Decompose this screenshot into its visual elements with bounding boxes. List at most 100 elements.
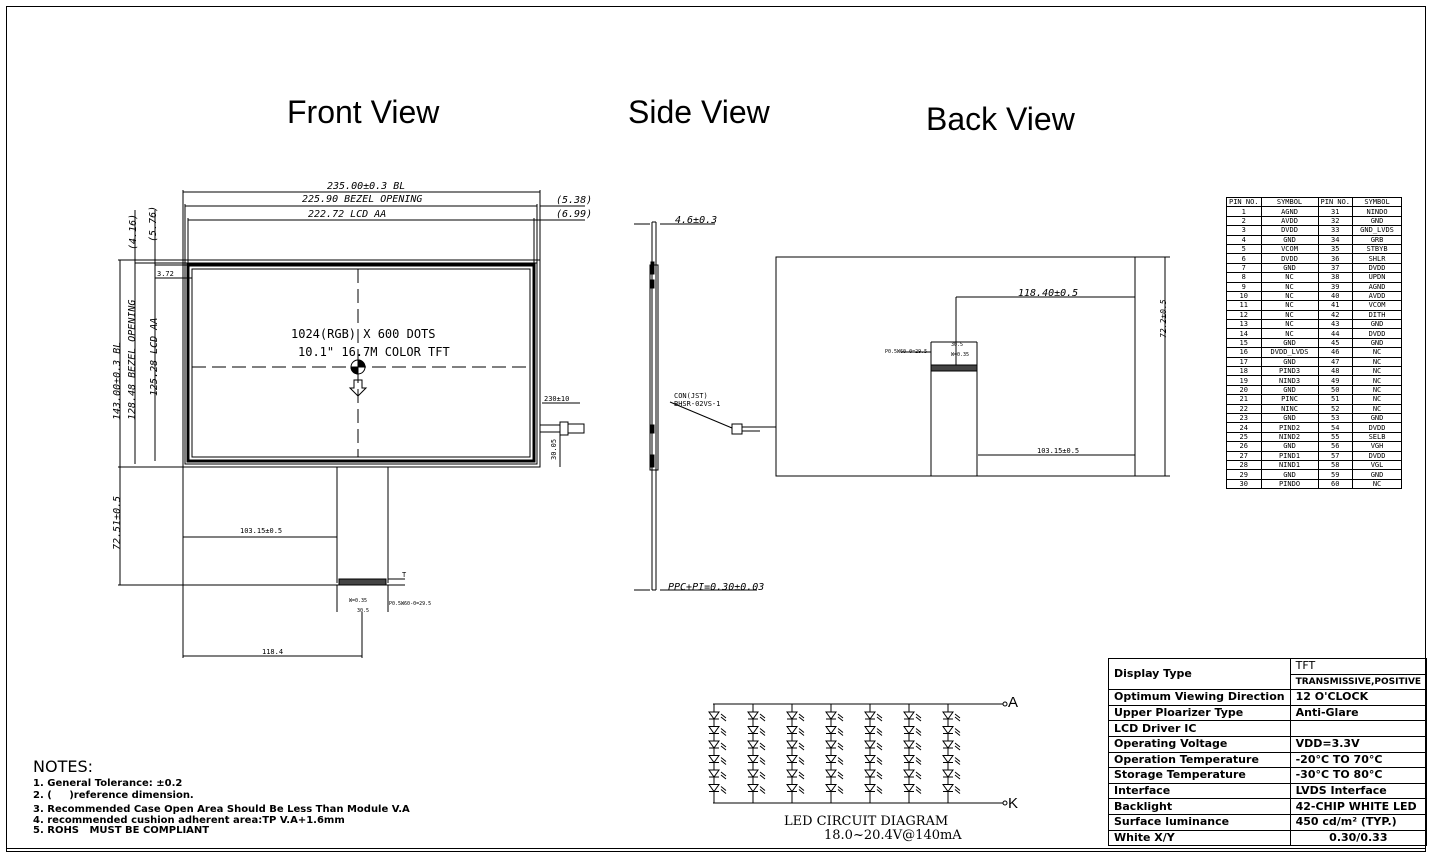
led-diode-icon bbox=[825, 711, 844, 722]
notes: NOTES: 1. General Tolerance: ±0.2 2. ( )… bbox=[33, 757, 410, 837]
pin-cell: 56 bbox=[1317, 441, 1354, 452]
back-outline bbox=[775, 256, 1136, 477]
pin-table-header: PIN NO. SYMBOL PIN NO. SYMBOL bbox=[1226, 196, 1403, 208]
pin-cell: GND bbox=[1260, 356, 1319, 368]
spec-label: Operation Temperature bbox=[1108, 751, 1291, 769]
pin-cell: STBYB bbox=[1352, 243, 1403, 255]
led-diode-icon bbox=[942, 755, 961, 765]
pin-cell: GND bbox=[1352, 337, 1403, 349]
led-diode-icon bbox=[903, 726, 922, 736]
pin-cell: NINC bbox=[1260, 403, 1319, 415]
led-anode-label: A bbox=[1008, 694, 1018, 711]
led-diode-icon bbox=[825, 769, 844, 780]
pin-cell: 13 bbox=[1226, 319, 1262, 330]
dim-372: 3.72 bbox=[157, 270, 174, 278]
dim-3005: 30.05 bbox=[550, 439, 558, 460]
led-caption: LED CIRCUIT DIAGRAM 18.0~20.4V@140mA bbox=[784, 815, 962, 843]
pin-cell: GND bbox=[1260, 384, 1319, 396]
pin-cell: 40 bbox=[1317, 290, 1354, 302]
front-outline bbox=[182, 259, 541, 468]
pin-cell: DVDD bbox=[1260, 225, 1319, 236]
pin-cell: PIND3 bbox=[1260, 366, 1319, 377]
pin-cell: GND_LVDS bbox=[1352, 225, 1403, 236]
pin-cell: NC bbox=[1352, 394, 1403, 405]
led-diode-icon bbox=[942, 740, 961, 751]
pin-cell: 28 bbox=[1226, 459, 1262, 471]
pin-cell: NC bbox=[1352, 403, 1403, 415]
pin-cell: 7 bbox=[1226, 262, 1262, 274]
pin-cell: DVDD bbox=[1352, 450, 1403, 461]
led-diode-icon bbox=[786, 755, 805, 765]
pin-cell: PINC bbox=[1260, 394, 1319, 405]
side-ppc-pi: PPC+PI=0.30±0.03 bbox=[668, 582, 764, 593]
pin-cell: GND bbox=[1352, 319, 1403, 330]
led-diode-icon bbox=[747, 711, 766, 722]
pin-cell: NIND3 bbox=[1260, 375, 1319, 386]
pin-cell: 14 bbox=[1226, 328, 1262, 339]
led-diode-icon bbox=[864, 726, 883, 736]
back-dim-11840: 118.40±0.5 bbox=[1018, 288, 1078, 299]
dim-aa-height: 125.28 LCD AA bbox=[149, 318, 160, 396]
pin-cell: AVDD bbox=[1352, 290, 1403, 302]
panel-text: 10.1" 16.7M COLOR TFT bbox=[298, 345, 450, 359]
dim-bezel-height: 128.48 BEZEL OPENING bbox=[127, 300, 138, 420]
pin-cell: 35 bbox=[1317, 243, 1354, 255]
back-dim-10315: 103.15±0.5 bbox=[1037, 447, 1079, 455]
drawing-frame bbox=[6, 6, 1426, 852]
fpc-label-2: P0.5W60-0=29.5 bbox=[389, 601, 431, 607]
spec-row: LCD Driver IC bbox=[1108, 720, 1428, 737]
led-diode-icon bbox=[708, 769, 727, 780]
pin-cell: GND bbox=[1352, 412, 1403, 424]
pin-cell: 49 bbox=[1317, 375, 1354, 386]
led-diode-icon bbox=[903, 769, 922, 780]
pin-cell: DVDD bbox=[1352, 328, 1403, 339]
pin-cell: 57 bbox=[1317, 450, 1354, 461]
spec-label: Operating Voltage bbox=[1108, 735, 1291, 753]
led-diode-icon bbox=[708, 755, 727, 765]
spec-row-display-type: Display Type TFT bbox=[1108, 657, 1428, 691]
spec-label: White X/Y bbox=[1108, 829, 1291, 847]
back-small-1: P0.5W60-0=29.5 bbox=[885, 349, 927, 355]
dim-aa-width: 222.72 LCD AA bbox=[308, 209, 386, 220]
spec-value: -30°C TO 80°C bbox=[1289, 767, 1428, 784]
pin-cell: 55 bbox=[1317, 431, 1354, 443]
pin-cell: 59 bbox=[1317, 469, 1354, 480]
led-diode-icon bbox=[708, 740, 727, 751]
pin-cell: 44 bbox=[1317, 328, 1354, 339]
pin-cell: VGL bbox=[1352, 459, 1403, 471]
pin-cell: GND bbox=[1260, 469, 1319, 480]
pin-cell: 2 bbox=[1226, 215, 1262, 227]
spec-label: LCD Driver IC bbox=[1108, 720, 1291, 737]
spec-label: Upper Ploarizer Type bbox=[1108, 704, 1291, 722]
spec-value: TFT bbox=[1289, 658, 1428, 675]
pin-cell: 4 bbox=[1226, 234, 1262, 245]
pin-cell: GND bbox=[1260, 441, 1319, 452]
spec-value: 42-CHIP WHITE LED bbox=[1289, 798, 1428, 815]
dim-right-2: (6.99) bbox=[556, 209, 592, 220]
pin-cell: 38 bbox=[1317, 272, 1354, 283]
pin-cell: 37 bbox=[1317, 262, 1354, 274]
pin-cell: GND bbox=[1260, 412, 1319, 424]
led-caption-spec: 18.0~20.4V@140mA bbox=[824, 828, 962, 843]
pin-cell: AVDD bbox=[1260, 215, 1319, 227]
led-diode-icon bbox=[903, 784, 922, 794]
spec-value: VDD=3.3V bbox=[1289, 735, 1428, 753]
pin-cell: 23 bbox=[1226, 412, 1262, 424]
